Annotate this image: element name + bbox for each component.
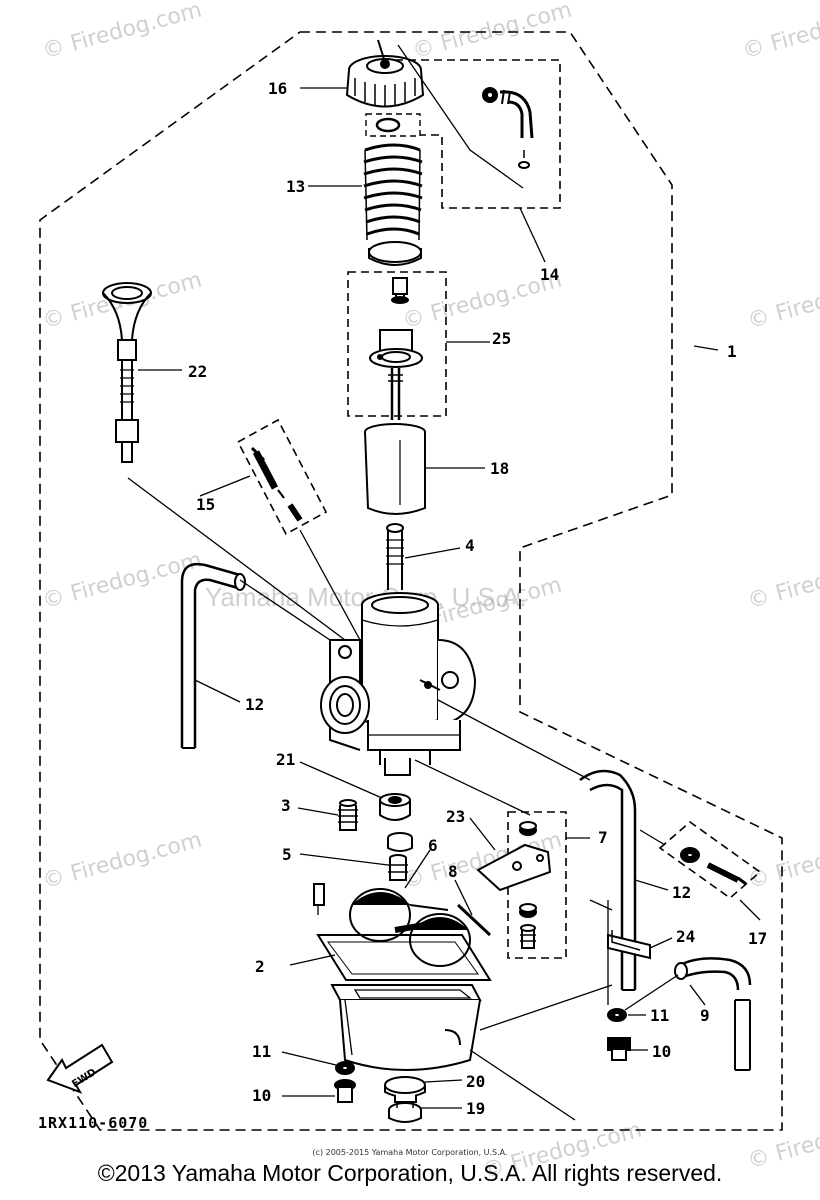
callout-2: 2 [255, 957, 265, 976]
small-copyright: (c) 2005-2015 Yamaha Motor Corporation, … [312, 1148, 508, 1157]
throttle-spring [363, 143, 423, 266]
carb-top-cap [345, 39, 425, 108]
float-bowl [330, 984, 482, 1071]
assembly-boundary [39, 31, 783, 1131]
throttle-slide [364, 423, 426, 515]
callout-14: 14 [540, 265, 559, 284]
callout-22: 22 [188, 362, 207, 381]
pilot-screw [250, 446, 303, 522]
callout-8: 8 [448, 862, 458, 881]
overflow-hose-left [180, 562, 246, 749]
right-screw [607, 1037, 631, 1061]
drain-assembly [476, 821, 552, 949]
bowl-screw [334, 1079, 356, 1103]
callout-6: 6 [428, 836, 438, 855]
callout-17: 17 [748, 929, 767, 948]
callout-5: 5 [282, 845, 292, 864]
callout-10-right: 10 [652, 1042, 671, 1061]
callout-9: 9 [700, 1006, 710, 1025]
needle-jet-stud [386, 523, 404, 590]
float-bowl-gasket [316, 934, 492, 981]
drain-bolt [388, 1095, 422, 1123]
callout-12-left: 12 [245, 695, 264, 714]
callout-21: 21 [276, 750, 295, 769]
callout-20: 20 [466, 1072, 485, 1091]
pilot-jet [338, 799, 358, 831]
idle-screw-assembly [680, 847, 747, 886]
hose-clip [607, 930, 651, 960]
callout-1: 1 [727, 342, 737, 361]
callout-16: 16 [268, 79, 287, 98]
callout-25: 25 [492, 329, 511, 348]
footer-copyright: ©2013 Yamaha Motor Corporation, U.S.A. A… [97, 1160, 723, 1186]
choke-plunger [102, 282, 152, 463]
callout-11-left: 11 [252, 1042, 271, 1061]
callout-23: 23 [446, 807, 465, 826]
jet-holder [387, 832, 413, 852]
bowl-washer [335, 1061, 355, 1075]
callout-19: 19 [466, 1099, 485, 1118]
float-pin [456, 903, 492, 937]
needle-seat [379, 793, 411, 821]
callout-12-right: 12 [672, 883, 691, 902]
main-jet [388, 854, 408, 881]
callout-24: 24 [676, 927, 695, 946]
float [349, 888, 471, 967]
callout-4: 4 [465, 536, 475, 555]
fwd-arrow [46, 1043, 114, 1094]
callout-3: 3 [281, 796, 291, 815]
callout-10-left: 10 [252, 1086, 271, 1105]
needle-assembly [369, 277, 423, 420]
overflow-hose-right [579, 769, 637, 991]
callout-11-right: 11 [650, 1006, 669, 1025]
drawing-code: 1RX110-6070 [38, 1114, 149, 1132]
carburetor-body [320, 592, 477, 776]
drain-plug-washer [384, 1076, 426, 1098]
cable-adjuster [482, 87, 534, 169]
right-washer [607, 1008, 627, 1022]
callout-13: 13 [286, 177, 305, 196]
callout-18: 18 [490, 459, 509, 478]
cap-ring [365, 113, 421, 137]
vent-hose [674, 957, 752, 1071]
callout-15: 15 [196, 495, 215, 514]
callout-7: 7 [598, 828, 608, 847]
